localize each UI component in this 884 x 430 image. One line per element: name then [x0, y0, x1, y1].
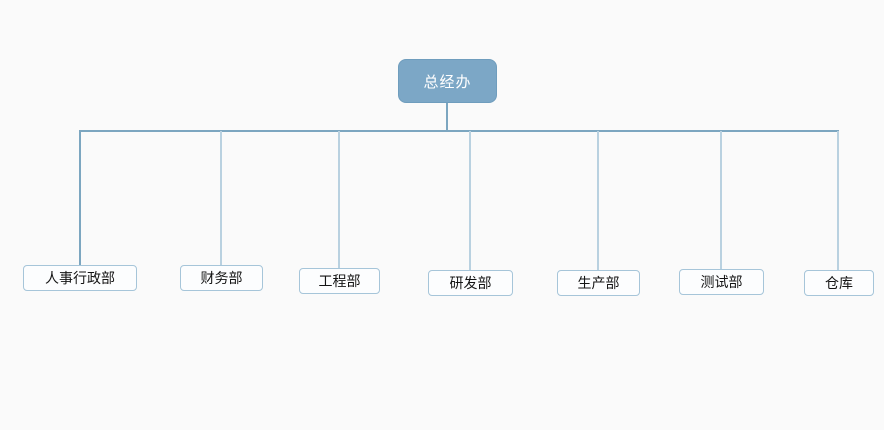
org-node-label: 工程部 [318, 273, 361, 289]
org-node-label: 财务部 [200, 270, 243, 286]
org-node-production[interactable]: 生产部 [557, 270, 640, 296]
connector-drop-warehouse [837, 131, 839, 270]
connector-root-drop [446, 103, 448, 131]
connector-drop-testing [720, 131, 722, 269]
org-node-hr-admin[interactable]: 人事行政部 [23, 265, 137, 291]
org-node-label: 生产部 [577, 275, 620, 291]
connector-drop-finance [220, 131, 222, 265]
connector-drop-production [597, 131, 599, 270]
org-node-label: 人事行政部 [45, 270, 115, 286]
connector-bus [79, 130, 839, 132]
org-node-warehouse[interactable]: 仓库 [804, 270, 874, 296]
org-node-root[interactable]: 总经办 [398, 59, 497, 103]
org-node-label: 测试部 [700, 274, 743, 290]
org-node-label: 仓库 [825, 275, 853, 291]
org-node-root-label: 总经办 [423, 73, 472, 91]
connector-drop-engineering [338, 131, 340, 268]
org-node-engineering[interactable]: 工程部 [299, 268, 380, 294]
connector-drop-hr-admin [79, 131, 81, 265]
connector-drop-rnd [469, 131, 471, 270]
org-node-rnd[interactable]: 研发部 [428, 270, 513, 296]
org-node-testing[interactable]: 测试部 [679, 269, 764, 295]
org-node-label: 研发部 [449, 275, 492, 291]
org-node-finance[interactable]: 财务部 [180, 265, 263, 291]
